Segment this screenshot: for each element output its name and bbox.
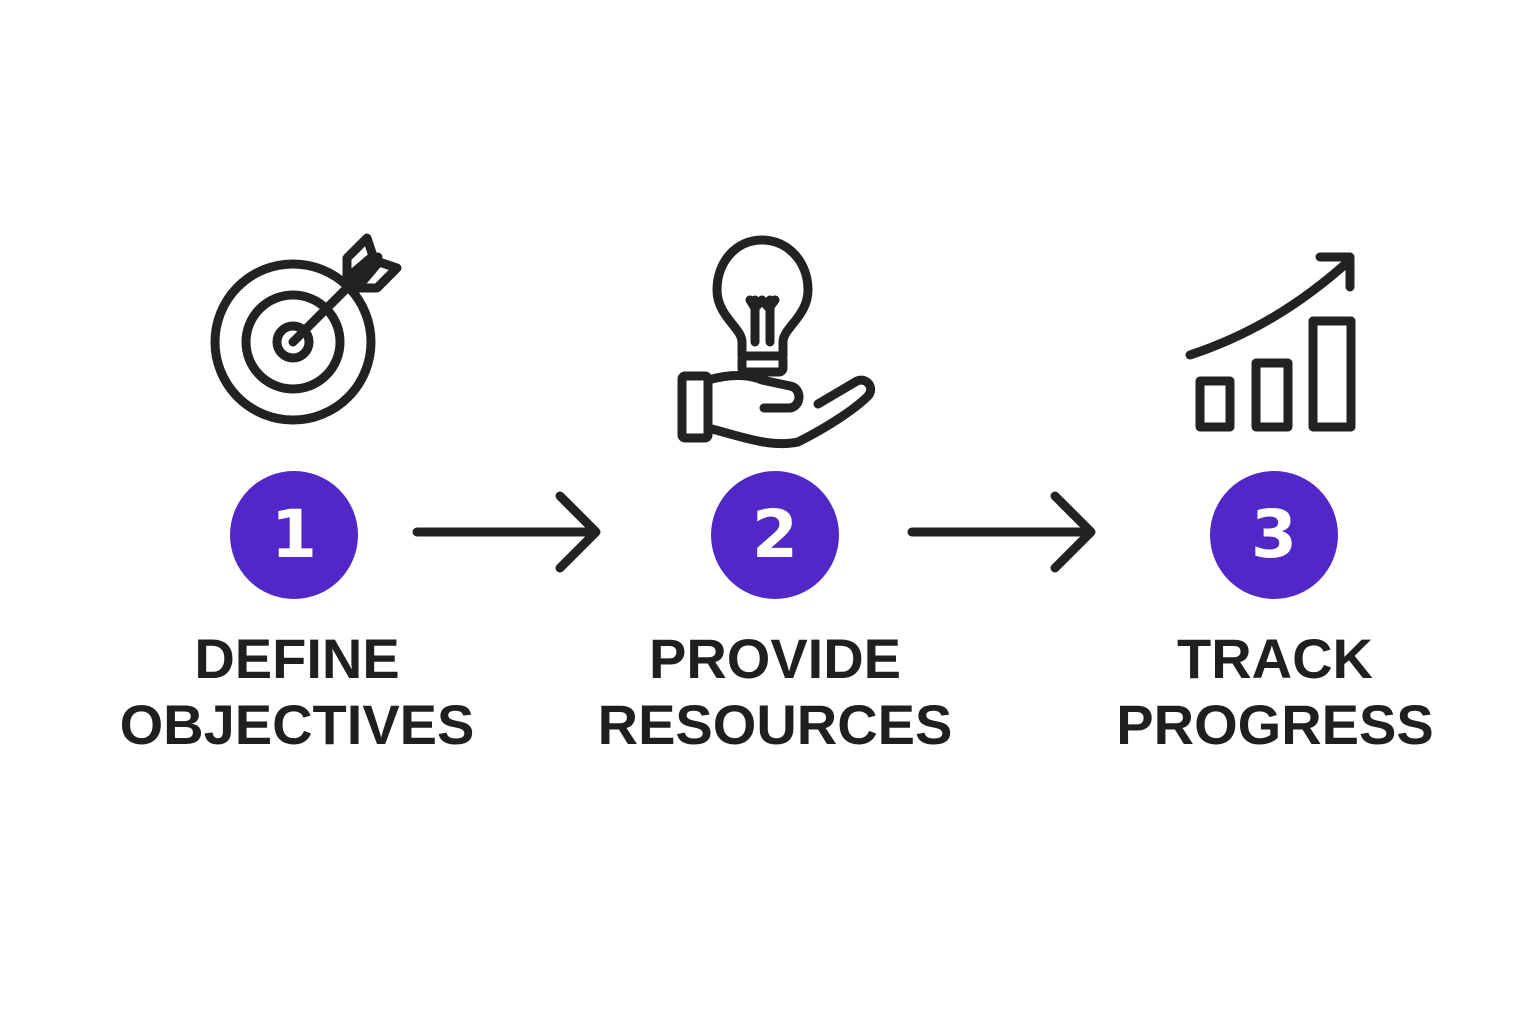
step-1-label-line2: OBJECTIVES: [119, 693, 475, 756]
step-2-badge: 2: [711, 471, 839, 599]
target-arrow-icon: [210, 233, 402, 425]
growth-chart-icon: [1185, 252, 1356, 432]
lightbulb-hand-icon: [677, 235, 876, 449]
arrow-right-icon: [907, 491, 1096, 573]
step-3-label-line1: TRACK: [1177, 627, 1373, 690]
arrow-right-icon: [412, 491, 601, 573]
step-1-badge: 1: [230, 471, 358, 599]
step-1-label-line1: DEFINE: [194, 627, 400, 690]
step-3-badge: 3: [1210, 471, 1338, 599]
step-3-label: TRACK PROGRESS: [1055, 626, 1495, 758]
step-2-label-line1: PROVIDE: [648, 627, 902, 690]
step-2-label: PROVIDE RESOURCES: [555, 626, 995, 758]
step-3-label-line2: PROGRESS: [1116, 693, 1434, 756]
step-2-label-line2: RESOURCES: [597, 693, 953, 756]
step-1-label: DEFINE OBJECTIVES: [77, 626, 517, 758]
